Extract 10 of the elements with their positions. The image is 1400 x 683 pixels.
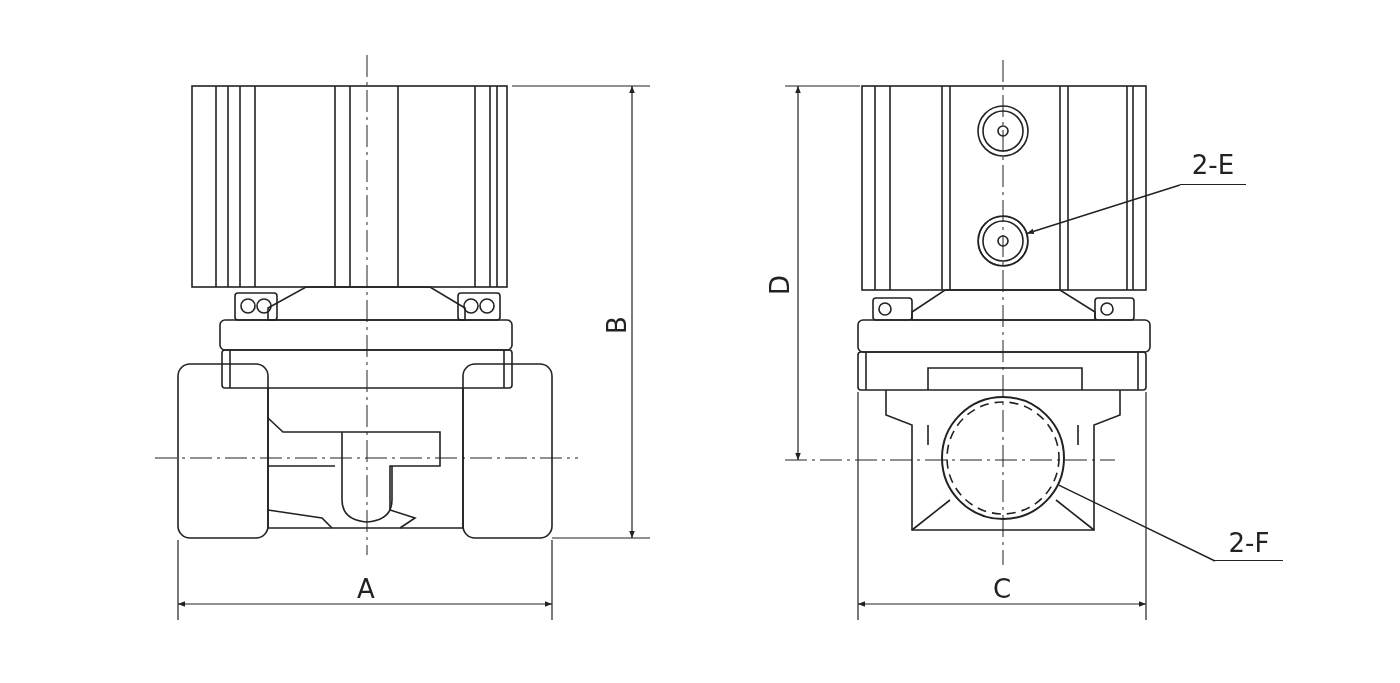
port-hole	[978, 216, 1028, 266]
leader-line	[1026, 184, 1181, 235]
threaded-port	[941, 396, 1065, 520]
callout-label: 2-E	[1191, 150, 1235, 180]
callout-label: 2-F	[1228, 528, 1270, 558]
dimension-label: C	[993, 576, 1012, 602]
leader-line	[1058, 484, 1216, 562]
dimension-label: A	[357, 576, 375, 602]
dimension-label: D	[767, 275, 793, 295]
dimension-label: B	[603, 316, 630, 334]
